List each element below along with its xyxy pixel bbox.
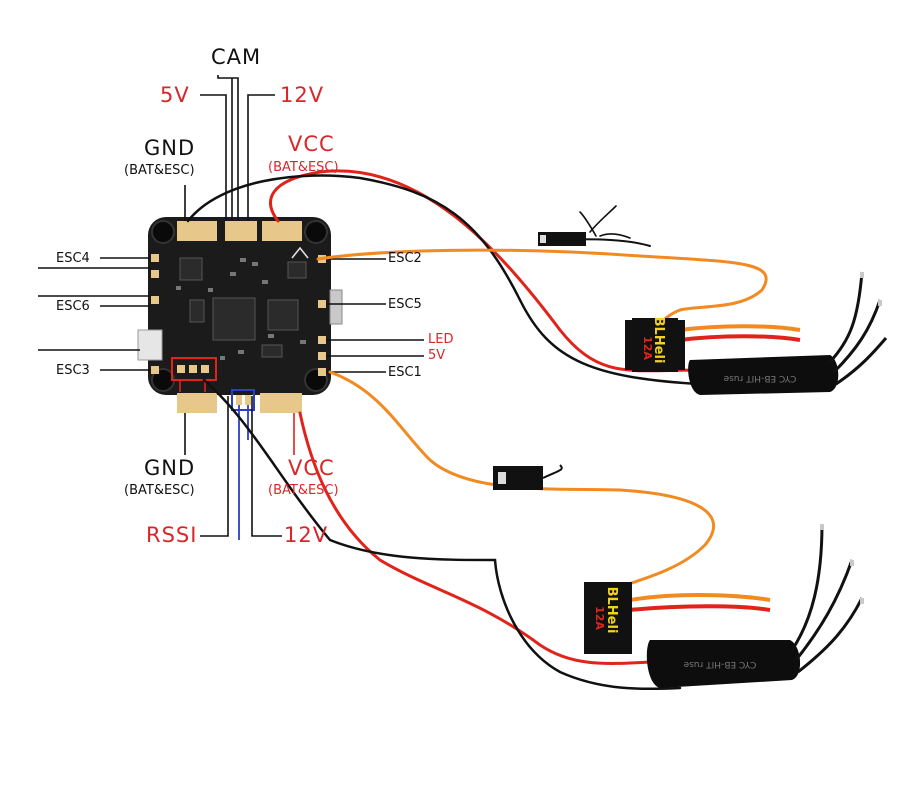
lower-esc-wires [202,370,716,691]
label-esc1: ESC1 [388,365,422,380]
svg-text:BLHeli: BLHeli [651,317,666,364]
label-cam: CAM [211,45,262,69]
leader-lines [38,75,424,537]
svg-text:BLHeli: BLHeli [604,587,619,634]
esc-module-lower: BLHeli 12A CYC EB-HIT ruse [584,523,864,688]
label-bot-gnd-sub: (BAT&ESC) [124,483,195,498]
label-rssi: RSSI [146,523,198,547]
label-top-5v: 5V [160,83,190,107]
label-top-vcc: VCC [288,132,335,156]
rx-tx-wires [238,405,249,540]
esc-module-upper: BLHeli 12A CYC EB-HIT ruse [625,271,888,395]
label-bot-vcc-sub: (BAT&ESC) [268,483,339,498]
label-esc6: ESC6 [56,299,90,314]
label-bot-12v: 12V [284,523,329,547]
label-bot-vcc: VCC [288,456,335,480]
label-esc5: ESC5 [388,297,422,312]
label-esc2: ESC2 [388,251,422,266]
servo-connector-lower [493,464,563,490]
label-esc3: ESC3 [56,363,90,378]
servo-connector-upper [538,232,586,246]
svg-text:12A: 12A [593,606,606,630]
label-top-vcc-sub: (BAT&ESC) [268,160,339,175]
svg-text:CYC EB-HIT ruse: CYC EB-HIT ruse [723,373,796,383]
svg-text:CYC EB-HIT ruse: CYC EB-HIT ruse [683,659,756,669]
label-esc4: ESC4 [56,251,90,266]
svg-text:12A: 12A [641,336,654,360]
label-top-gnd: GND [144,136,196,160]
label-top-gnd-sub: (BAT&ESC) [124,163,195,178]
label-top-12v: 12V [280,83,325,107]
flight-controller-board [137,217,343,413]
label-bot-gnd: GND [144,456,196,480]
label-led: LED [428,332,454,347]
label-right-5v: 5V [428,348,446,363]
